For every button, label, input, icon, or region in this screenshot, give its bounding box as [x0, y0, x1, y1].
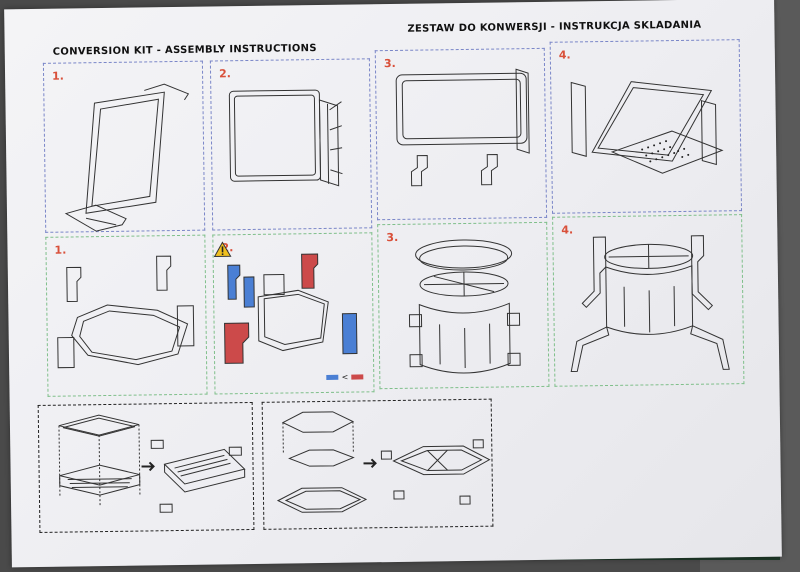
- step4-legged-tower-drawing: [570, 235, 730, 373]
- row2-step4-panel: 4.: [552, 214, 745, 387]
- row3-right-panel: [261, 398, 494, 530]
- base-octagon-drawing: [276, 411, 491, 513]
- row1-step3-panel: 3.: [374, 47, 548, 221]
- instruction-sheet: CONVERSION KIT - ASSEMBLY INSTRUCTIONS Z…: [4, 0, 782, 568]
- row1-step4-panel: 4.: [549, 39, 743, 214]
- color-legend: <: [326, 372, 364, 382]
- warning-icon: [213, 241, 232, 258]
- legend-blue-swatch: [326, 374, 339, 380]
- row1-step1-panel: 1.: [42, 60, 206, 233]
- legend-red-swatch: [351, 374, 364, 380]
- row2-step3-panel: 3.: [377, 221, 550, 390]
- row1-step2-panel: 2.: [209, 58, 373, 231]
- step3-tower-drawing: [408, 239, 521, 374]
- arrow-right-icon: [141, 461, 155, 472]
- legend-symbol: <: [341, 372, 349, 382]
- step4-stand-drawing: [570, 81, 724, 174]
- step1-ring-drawing: [57, 255, 195, 369]
- step3-frame-drawing: [395, 68, 530, 187]
- row2-step2-panel: 2. <: [212, 232, 375, 395]
- title-english: CONVERSION KIT - ASSEMBLY INSTRUCTIONS: [52, 43, 317, 58]
- step2-ring-color-drawing: [224, 253, 358, 364]
- step2-frame-drawing: [228, 89, 343, 187]
- arrow-right-icon: [363, 458, 377, 469]
- base-square-drawing: [58, 414, 246, 513]
- row3-left-panel: [37, 401, 255, 533]
- step1-frame-drawing: [64, 83, 190, 232]
- row2-step1-panel: 1.: [45, 234, 208, 397]
- title-polish: ZESTAW DO KONWERSJI - INSTRUKCJA SKLADAN…: [407, 19, 702, 35]
